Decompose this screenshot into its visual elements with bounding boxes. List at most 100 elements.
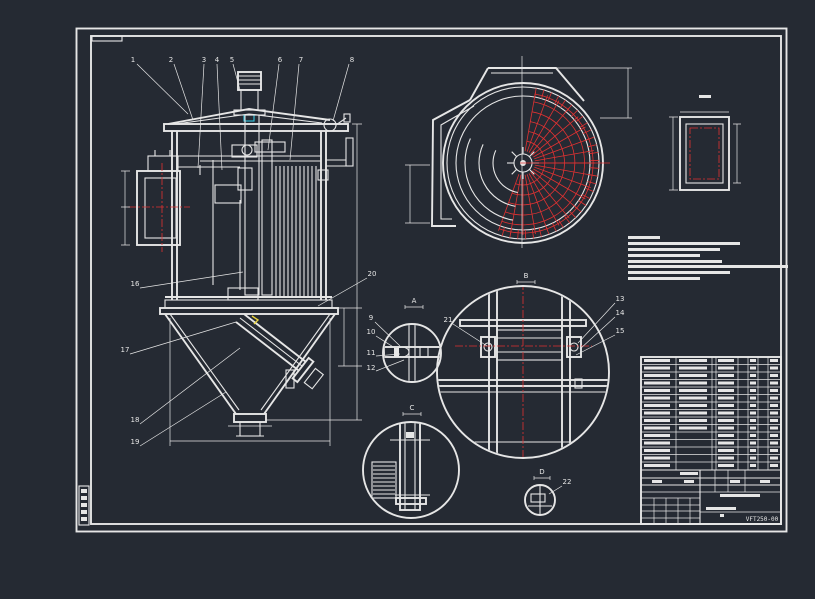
parts-list-cell-glyphs [750,359,756,362]
margin-strip-glyph [81,517,87,521]
gear-housing [237,167,253,191]
rotary-blow-pattern [464,88,600,240]
red-arc [511,131,556,196]
red-radial [528,173,560,226]
leader-12 [375,359,405,372]
section-a-mark [404,305,424,309]
inlet-direction-view [669,95,741,191]
title-cell-glyphs [684,480,694,483]
detail-b-left-bolt [483,342,493,352]
red-radial [531,116,579,156]
red-arc [515,140,546,186]
parts-list-cell-glyphs [750,464,756,467]
inlet-dimension [121,170,130,246]
part-labels: 1 2 3 4 5 6 7 8 9 10 11 12 13 14 15 16 1… [121,56,625,486]
parts-list-cell-glyphs [679,396,707,400]
tube-sheet [177,155,321,168]
height-dimension [266,123,362,421]
pipe-support [285,369,295,389]
part-label: 3 [202,56,206,64]
parts-list-cell-glyphs [644,456,670,460]
parts-list-cell-glyphs [770,434,778,437]
leader-17 [129,321,237,355]
part-label: 19 [131,438,140,446]
leader-22 [548,485,563,495]
red-radial [528,100,560,153]
red-radial [534,150,594,162]
parts-list-cell-glyphs [770,456,778,460]
parts-list-cell-glyphs [770,449,778,452]
note-line-glyphs [628,248,720,251]
parts-list-cell-glyphs [718,396,734,400]
parts-list-cell-glyphs [644,411,670,415]
part-label: 13 [616,295,625,303]
parts-list-cell-glyphs [770,374,778,377]
red-radial [524,92,536,152]
pipe-walls [235,313,307,371]
red-radial [533,126,586,158]
rim-tick [552,223,557,232]
leader-1 [136,63,189,115]
top-cover-plate [163,123,349,132]
motor-fins [238,75,261,85]
red-radial [498,174,520,231]
rim-tick [589,152,599,155]
margin-strip-glyph [81,503,87,507]
part-label: 16 [131,280,140,288]
detail-b-left-flange [480,336,496,358]
red-arc [508,121,565,206]
leader-14 [579,316,616,350]
parts-list-cell-glyphs [718,374,734,377]
part-label: 17 [121,346,130,354]
detail-a-nut [394,348,399,357]
left-margin-strip [78,485,90,526]
part-label: 4 [215,56,220,64]
rim-tick [531,229,534,239]
parts-list-cell-glyphs [718,381,734,385]
drawing-number: VFT250-00 [746,516,779,523]
leader-19 [139,391,227,447]
white-vane-arc [492,150,518,194]
leader-2 [173,63,194,121]
rim-tick [588,174,598,177]
rim-tick [583,129,592,134]
parts-list-cell-glyphs [770,359,778,362]
plan-inlet-dimension [405,164,430,224]
rim-tick [534,88,537,98]
cylinder-shell [171,131,327,300]
detail-c-fin-hatch [373,465,395,495]
detail-b-pipes [488,287,571,457]
rim-tick [517,229,519,239]
parts-list-cell-glyphs [679,359,707,362]
parts-list-cell-glyphs [770,389,778,392]
parts-list-cell-glyphs [750,426,756,430]
corner-code-box [91,35,123,42]
detail-c-block [406,432,414,438]
leader-7 [289,63,300,161]
view-hidden-rect [689,127,720,180]
rim-tick [547,92,552,102]
detail-b-bottom-band [438,379,608,387]
rim-tick [582,194,591,200]
tangential-inlet-inner [440,105,475,220]
shaft-bearing [241,144,253,156]
detail-b-right-bolt [569,342,579,352]
pipe-valve [303,367,325,390]
filter-bag-bundle [275,166,317,296]
title-cell-glyphs [720,494,760,497]
leader-5 [232,63,241,91]
detail-c-lines [390,423,430,510]
parts-list-cell-glyphs [679,389,707,392]
white-vane-arc [464,138,513,221]
parts-list-cell-glyphs [679,404,707,407]
view-inner-rect [685,123,724,184]
red-radial [530,107,570,155]
elevation-dimensions [169,123,362,446]
rim-tick [509,228,512,238]
parts-list-cell-glyphs [718,456,734,460]
parts-list-cell-glyphs [718,404,734,407]
part-label: 2 [169,56,173,64]
note-line-glyphs [628,271,730,274]
